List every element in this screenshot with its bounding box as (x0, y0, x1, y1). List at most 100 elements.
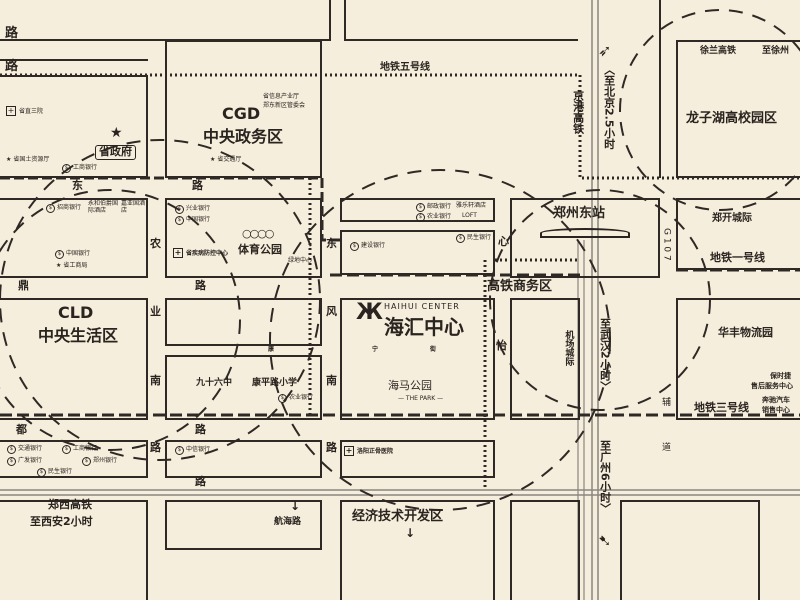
road-label: 农 (150, 237, 161, 250)
block-government (0, 75, 148, 178)
metro-line1-label: 地铁一号线 (710, 251, 765, 264)
road-label: 路 (195, 475, 206, 488)
rail-to-xian: 至西安2小时 (30, 515, 93, 528)
poi-benz[interactable]: 奔驰汽车 (762, 396, 790, 404)
poi-icbc[interactable]: 工商银行 (62, 164, 97, 173)
poi-boc[interactable]: 中国银行 (55, 250, 90, 259)
poi-porsche[interactable]: 保时捷 (770, 372, 791, 380)
poi-citic[interactable]: 中信银行 (175, 446, 210, 455)
poi-loft[interactable]: LOFT (462, 212, 477, 219)
poi-shengzhi-hospital[interactable]: 省直三院 (6, 106, 43, 116)
block (676, 198, 800, 270)
poi-cmbc[interactable]: 民生银行 (456, 234, 491, 243)
poi-jikong[interactable]: 省疾病防控中心 (173, 248, 228, 258)
road-label: 路 (195, 279, 206, 292)
poi-cmb[interactable]: 招商银行 (46, 204, 81, 213)
road-label: 东 (326, 237, 337, 250)
metro-line3-label: 地铁三号线 (694, 401, 749, 414)
road-label: 街 (430, 346, 437, 353)
poi-zhengdong[interactable]: 郑东新区管委会 (263, 102, 306, 109)
poi-hospital[interactable]: 洛阳正骨医院 (344, 446, 393, 456)
poi-gongshang-ju[interactable]: 省工商局 (56, 262, 87, 270)
poi-cgb[interactable]: 广发银行 (7, 457, 42, 466)
poi-psbc[interactable]: 邮政银行 (416, 203, 451, 212)
poi-abc[interactable]: 农业银行 (278, 394, 313, 403)
rail-zhengxi (0, 489, 800, 496)
poi-lvdi[interactable]: 绿地中心 (288, 257, 313, 264)
poi-jianle[interactable]: 雅乐轩酒店 (456, 202, 487, 209)
star-icon: ★ (110, 125, 123, 141)
landmark-park-cn: 海马公园 (388, 379, 432, 392)
poi-cmbc[interactable]: 民生银行 (37, 468, 72, 477)
landmark-park-en: — THE PARK — (398, 395, 444, 402)
poi-zzbank[interactable]: 郑州银行 (82, 457, 117, 466)
poi-icbc[interactable]: 工商银行 (62, 445, 97, 454)
metro-line5 (0, 73, 800, 180)
rail-zhengkai: 郑开城际 (712, 213, 752, 224)
road-label: 都 (16, 423, 27, 436)
road-label: 道 (662, 443, 672, 453)
poi-jiayeng[interactable]: 嘉亚国酒店 (121, 200, 146, 214)
road-label: 路 (326, 441, 337, 454)
landmark-hanghai: 航海路 (274, 517, 302, 527)
block (510, 298, 580, 420)
poi-porsche-service[interactable]: 售后服务中心 (751, 382, 793, 390)
landmark-kangping: 康平路小学 (252, 378, 298, 388)
block (165, 298, 322, 346)
district-cld-en: CLD (58, 303, 94, 322)
poi-ccb[interactable]: 建设银行 (350, 242, 385, 251)
train-icon: ➶ (598, 41, 612, 60)
block-station (510, 198, 660, 278)
block (620, 500, 760, 600)
road-label: 路 (150, 441, 161, 454)
road-label: 怡 (496, 339, 507, 352)
metro-line5-label: 地铁五号线 (380, 62, 430, 73)
poi-xinxi[interactable]: 省信息产业厅 (263, 93, 300, 100)
landmark-shengzhengfu[interactable]: 省政府 (95, 145, 136, 160)
poi-boc[interactable]: 中国银行 (175, 216, 210, 225)
road-label: 路 (195, 423, 206, 436)
road-label: 宁 (372, 346, 379, 353)
district-cgd-en: CGD (222, 104, 261, 123)
district-jingji: 经济技术开发区 (352, 509, 444, 524)
road-label: 南 (150, 374, 161, 387)
poi-abc[interactable]: 农业银行 (416, 213, 451, 222)
road-label: 风 (326, 305, 337, 318)
haihui-logo-icon: Ж (356, 300, 383, 325)
district-cld-cn: 中央生活区 (38, 326, 119, 345)
rail-jinggang-label: 京港高铁 (571, 90, 585, 134)
road-label: 鼎 (18, 279, 29, 292)
road-label: 路 (5, 26, 19, 41)
rail-to-wuhan: 至武汉2小时〉 (598, 318, 612, 392)
road-label: 心 (498, 235, 509, 248)
landmark-zhengzhou-east[interactable]: 郑州东站 (553, 206, 606, 221)
landmark-haihui-cn[interactable]: 海汇中心 (384, 315, 464, 339)
road-label: 路 (192, 179, 203, 192)
poi-cib[interactable]: 兴业银行 (175, 205, 210, 214)
poi-bocom[interactable]: 交通银行 (7, 445, 42, 454)
road-label: 东 (72, 179, 83, 192)
arrow-down-icon: ↓ (290, 499, 301, 513)
landmark-haihui-en: HAIHUI CENTER (384, 302, 460, 311)
poi-guotu[interactable]: 省国土资源厅 (6, 156, 49, 164)
block (165, 198, 322, 278)
district-huafeng: 华丰物流园 (718, 326, 773, 339)
block (165, 355, 322, 420)
block (0, 198, 148, 278)
train-icon: ➷ (598, 531, 612, 550)
district-gaotie: 高铁商务区 (487, 279, 553, 294)
rail-jichang: 机场城际 (563, 330, 574, 366)
road-label: 辅 (662, 398, 672, 408)
poi-jiaotong[interactable]: 省交通厅 (210, 156, 241, 164)
block (165, 440, 322, 478)
block (510, 500, 580, 600)
rail-to-beijing: 〈至北京2.5小时 (602, 64, 616, 150)
road-label: 业 (150, 305, 161, 318)
block-huafeng (676, 298, 800, 420)
block-haihui (340, 298, 495, 420)
poi-benz-sales[interactable]: 销售中心 (762, 406, 790, 414)
poi-yongheng[interactable]: 永和伯爵国际酒店 (88, 200, 119, 214)
block (340, 440, 495, 478)
block-cld (0, 298, 148, 420)
